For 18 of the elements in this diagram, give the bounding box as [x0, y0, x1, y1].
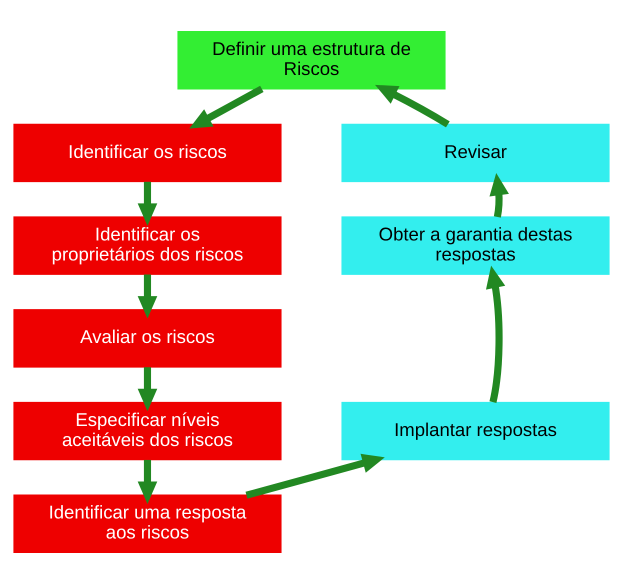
node-box: Definir uma estrutura de Riscos — [177, 30, 446, 89]
node-box: Especificar níveis aceitáveis dos riscos — [13, 401, 282, 460]
arrow — [138, 274, 158, 318]
arrow — [246, 453, 385, 498]
arrow — [486, 265, 506, 402]
arrow — [489, 172, 509, 218]
node-box: Identificar os riscos — [13, 123, 282, 182]
node-box: Identificar os proprietários dos riscos — [13, 216, 282, 274]
node-box: Identificar uma resposta aos riscos — [13, 494, 282, 552]
node-box: Revisar — [341, 123, 610, 182]
node-box: Implantar respostas — [341, 401, 610, 460]
arrow — [138, 366, 158, 411]
node-box: Obter a garantia destas respostas — [341, 216, 610, 274]
arrow — [375, 84, 450, 127]
node-box: Avaliar os riscos — [13, 308, 282, 368]
arrow — [138, 459, 158, 504]
arrow — [138, 181, 158, 226]
arrow — [189, 85, 264, 128]
